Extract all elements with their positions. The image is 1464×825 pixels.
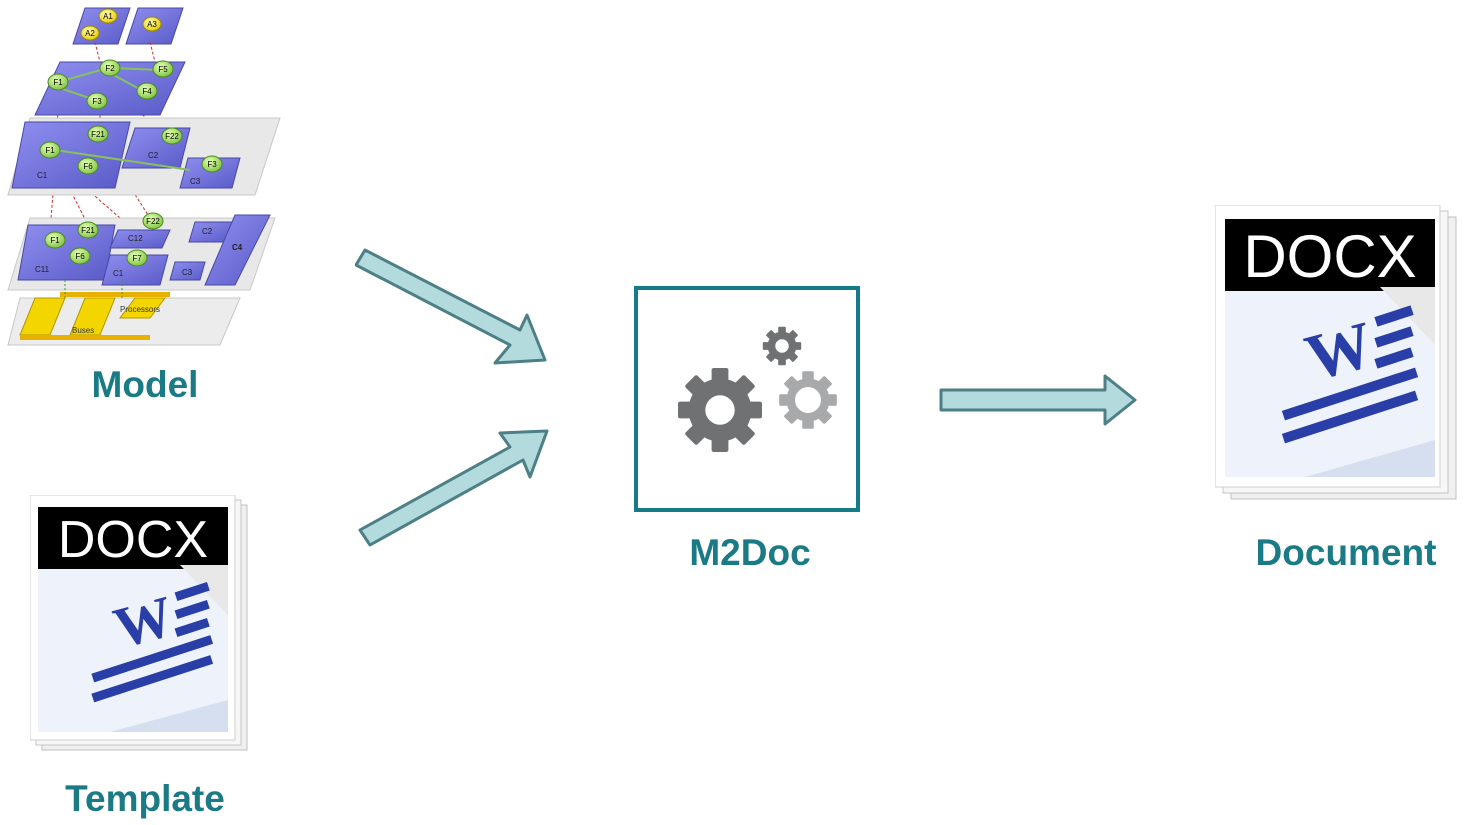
svg-text:C1: C1 [113, 269, 124, 278]
caption-m2doc: M2Doc [689, 532, 811, 573]
svg-text:C4: C4 [232, 243, 243, 252]
svg-text:C3: C3 [190, 177, 201, 186]
svg-text:F4: F4 [142, 87, 152, 96]
template-docx-icon: DOCX W [30, 495, 248, 751]
svg-text:C11: C11 [35, 265, 50, 274]
svg-text:F2: F2 [105, 64, 115, 73]
svg-text:F22: F22 [165, 132, 179, 141]
svg-text:F22: F22 [146, 217, 160, 226]
layer-actors: A1 A2 A3 [72, 7, 184, 45]
node-a3: A3 [147, 20, 157, 29]
svg-text:F21: F21 [81, 226, 95, 235]
caption-model: Model [91, 364, 199, 405]
svg-text:C3: C3 [182, 268, 193, 277]
svg-text:DOCX: DOCX [58, 511, 208, 569]
svg-text:F3: F3 [207, 160, 217, 169]
caption-template: Template [65, 778, 225, 819]
svg-text:Processors: Processors [120, 305, 160, 314]
svg-text:F5: F5 [158, 65, 168, 74]
caption-document: Document [1255, 532, 1437, 573]
arrow-model-to-m2doc [355, 248, 547, 365]
svg-text:F6: F6 [75, 252, 85, 261]
svg-text:F21: F21 [91, 130, 105, 139]
svg-text:F1: F1 [50, 236, 60, 245]
svg-text:DOCX: DOCX [1243, 223, 1416, 290]
svg-text:F1: F1 [53, 78, 63, 87]
document-docx-icon: DOCX W [1215, 205, 1457, 500]
model-diagram: A1 A2 A3 F1 F2 F3 F4 F5 [7, 7, 281, 346]
gears-icon [678, 326, 837, 452]
svg-text:F1: F1 [45, 146, 55, 155]
svg-text:F3: F3 [92, 97, 102, 106]
arrow-m2doc-to-document [939, 374, 1137, 426]
layer-logical: F1 F21 F22 F6 F3 C1 C2 C3 [7, 117, 281, 196]
node-a1: A1 [103, 12, 113, 21]
arrow-template-to-m2doc [358, 429, 549, 547]
svg-text:C2: C2 [202, 227, 213, 236]
svg-text:Buses: Buses [72, 326, 94, 335]
svg-text:F7: F7 [132, 254, 142, 263]
layer-physical: F1 F21 F22 F6 F7 C11 C12 C1 C2 C3 C4 [7, 212, 276, 291]
m2doc-engine-box [634, 286, 860, 512]
svg-text:C1: C1 [37, 171, 48, 180]
svg-text:C2: C2 [148, 151, 159, 160]
layer-functions: F1 F2 F3 F4 F5 [34, 59, 186, 116]
layer-hardware: Processors Buses [7, 280, 241, 346]
svg-text:F6: F6 [83, 162, 93, 171]
node-a2: A2 [85, 29, 95, 38]
svg-text:C12: C12 [128, 234, 143, 243]
